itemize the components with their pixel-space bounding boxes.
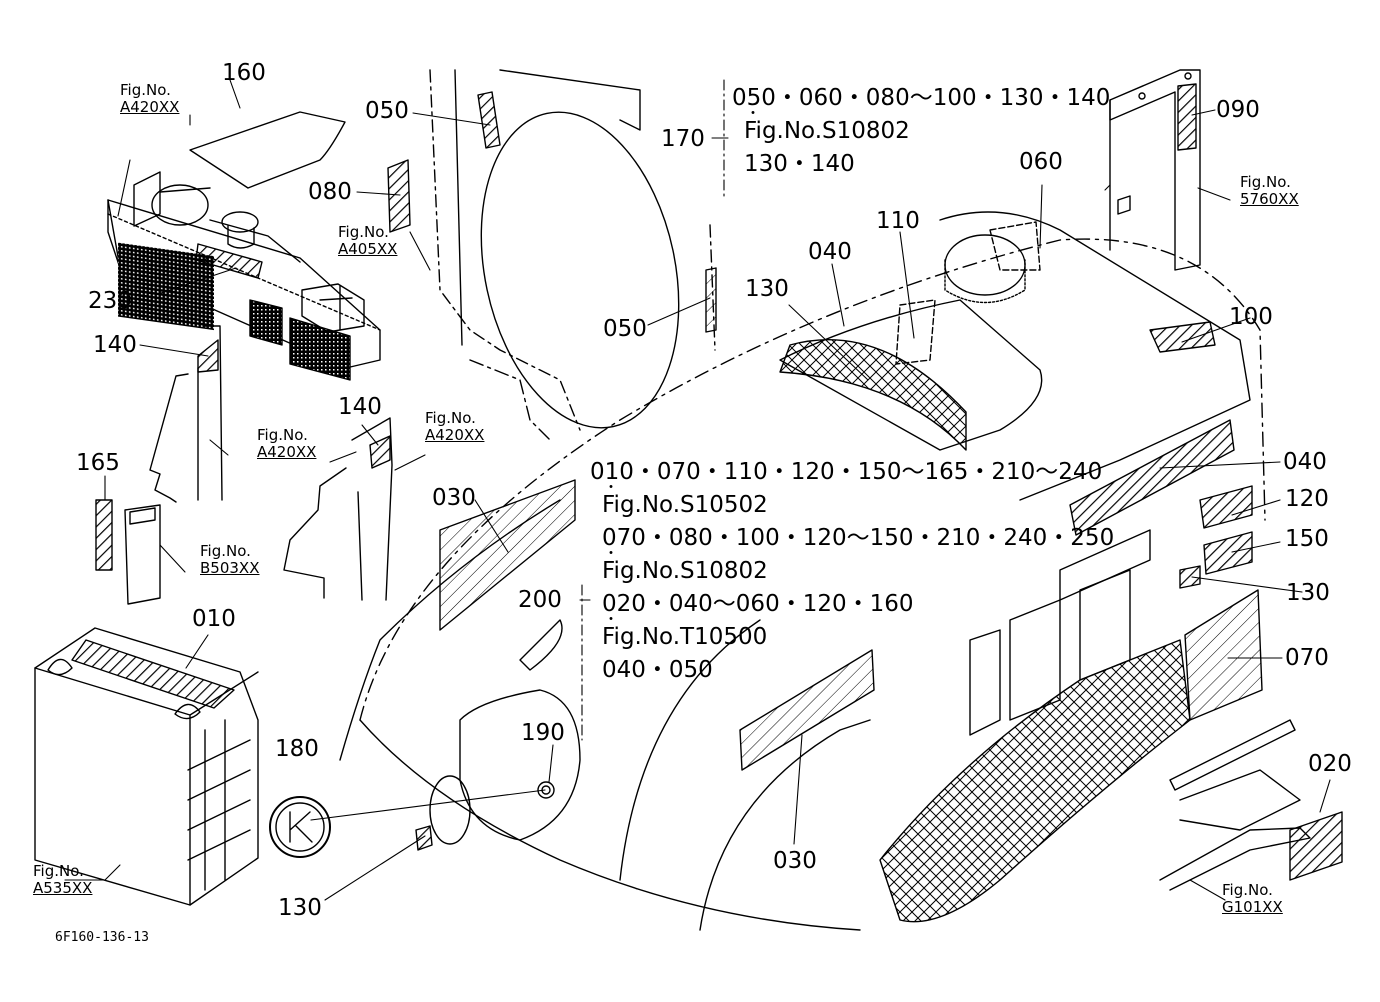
part-label-140-b: 140: [338, 394, 382, 420]
part-label-110: 110: [876, 208, 920, 234]
note-bullet: ・: [746, 106, 760, 122]
part-label-160: 160: [222, 60, 266, 86]
note-200-line6: Fig.No.T10500: [602, 624, 768, 650]
part-label-230: 230: [88, 288, 132, 314]
part-label-090: 090: [1216, 97, 1260, 123]
fig-ref-label: Fig.No.: [33, 862, 84, 880]
fig-ref-a420xx-b: Fig.No. A420XX: [257, 426, 317, 462]
note-200-line5: 020・040～060・120・160: [602, 591, 914, 617]
part-label-130-c: 130: [278, 895, 322, 921]
note-bullet: ・: [604, 480, 618, 496]
fig-ref-label: Fig.No.: [1222, 881, 1273, 899]
leader-lines: [64, 79, 1331, 901]
part-label-010: 010: [192, 606, 236, 632]
fig-ref-label: Fig.No.: [200, 542, 251, 560]
fig-ref-a535xx: Fig.No. A535XX: [33, 862, 93, 898]
battery-drawing: [34, 627, 259, 906]
part-label-120: 120: [1285, 486, 1329, 512]
fig-ref-label: Fig.No.: [425, 409, 476, 427]
note-200: 010・070・110・120・150～165・210～240 ・ Fig.No…: [590, 456, 1114, 687]
decal-165: [95, 499, 113, 571]
fig-ref-number: A420XX: [120, 98, 180, 117]
fig-ref-number: A420XX: [257, 443, 317, 462]
note-200-line7: 040・050: [602, 657, 713, 683]
fig-ref-number: A405XX: [338, 240, 398, 259]
cap-180: [269, 796, 331, 858]
part-label-040-b: 040: [1283, 449, 1327, 475]
part-label-165: 165: [76, 450, 120, 476]
part-label-020: 020: [1308, 751, 1352, 777]
fig-ref-number: A420XX: [425, 426, 485, 445]
bracket-090-drawing: [1109, 69, 1201, 271]
fig-ref-a405xx: Fig.No. A405XX: [338, 223, 398, 259]
note-170-line1: 050・060・080～100・130・140: [732, 85, 1111, 111]
bracket-020-drawing: [1159, 719, 1343, 891]
fig-ref-a420xx: Fig.No. A420XX: [120, 81, 180, 117]
note-170: 050・060・080～100・130・140 ・ Fig.No.S10802 …: [732, 82, 1110, 181]
drawing-code: 6F160-136-13: [55, 930, 149, 945]
note-170-line2: Fig.No.S10802: [744, 118, 910, 144]
fig-ref-b503xx: Fig.No. B503XX: [200, 542, 260, 578]
part-label-150: 150: [1285, 526, 1329, 552]
part-label-070: 070: [1285, 645, 1329, 671]
fuse-box-drawing: [124, 504, 161, 605]
fig-ref-label: Fig.No.: [120, 81, 171, 99]
part-label-050: 050: [365, 98, 409, 124]
fig-ref-g101xx: Fig.No. G101XX: [1222, 881, 1283, 917]
side-panel-middle-drawing: [283, 417, 393, 601]
part-label-180: 180: [275, 736, 319, 762]
part-label-030-b: 030: [773, 848, 817, 874]
part-label-080: 080: [308, 179, 352, 205]
fig-ref-number: 5760XX: [1240, 190, 1299, 209]
part-label-130: 130: [745, 276, 789, 302]
decal-160-sheet: [189, 111, 346, 189]
note-200-line3: 070・080・100・120～150・210・240・250: [602, 525, 1115, 551]
part-label-200: 200: [518, 587, 562, 613]
part-label-140: 140: [93, 332, 137, 358]
part-label-050-b: 050: [603, 316, 647, 342]
fig-ref-label: Fig.No.: [338, 223, 389, 241]
note-bullet: ・: [604, 546, 618, 562]
fig-ref-5760xx: Fig.No. 5760XX: [1240, 173, 1299, 209]
note-200-line1: 010・070・110・120・150～165・210～240: [590, 459, 1103, 485]
note-200-line2: Fig.No.S10502: [602, 492, 768, 518]
part-label-190: 190: [521, 720, 565, 746]
part-label-100: 100: [1229, 304, 1273, 330]
fig-ref-number: G101XX: [1222, 898, 1283, 917]
fig-ref-label: Fig.No.: [257, 426, 308, 444]
fig-ref-number: B503XX: [200, 559, 260, 578]
part-label-060: 060: [1019, 149, 1063, 175]
hood-drawing: [339, 69, 1266, 931]
part-label-040: 040: [808, 239, 852, 265]
fig-ref-number: A535XX: [33, 879, 93, 898]
radiator-drawing: [107, 171, 381, 381]
fig-ref-label: Fig.No.: [1240, 173, 1291, 191]
part-label-130-b: 130: [1286, 580, 1330, 606]
fig-ref-a420xx-c: Fig.No. A420XX: [425, 409, 485, 445]
note-170-line3: 130・140: [744, 151, 855, 177]
note-bullet: ・: [604, 612, 618, 628]
part-label-030: 030: [432, 485, 476, 511]
note-200-line4: Fig.No.S10802: [602, 558, 768, 584]
part-label-170: 170: [661, 126, 705, 152]
